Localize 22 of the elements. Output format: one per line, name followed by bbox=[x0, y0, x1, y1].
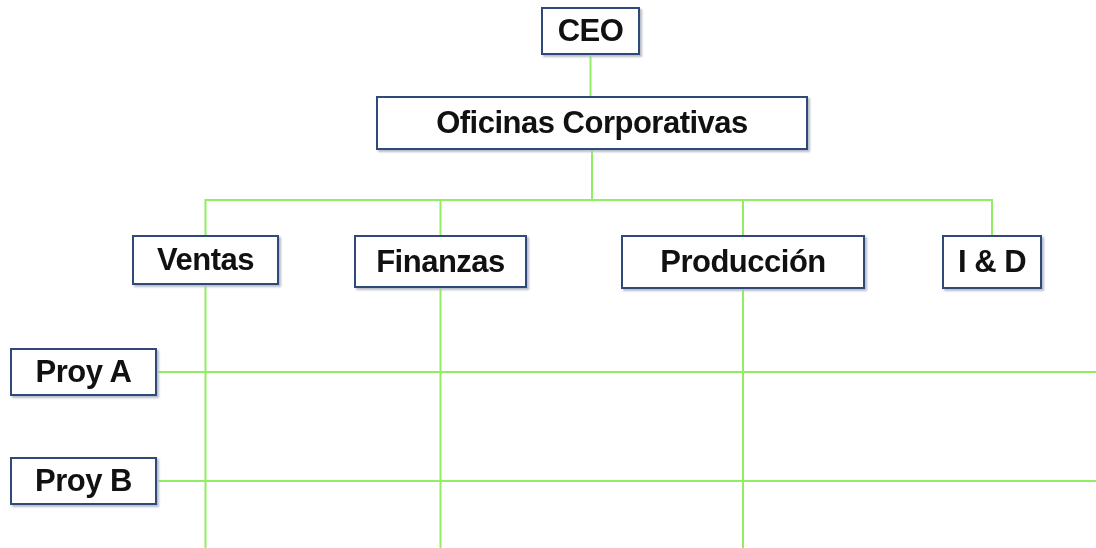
box-label: I & D bbox=[957, 244, 1027, 280]
org-box bbox=[541, 7, 640, 55]
org-box bbox=[376, 96, 808, 150]
matrix-line bbox=[742, 288, 744, 548]
org-box bbox=[942, 235, 1042, 289]
connector-line bbox=[589, 54, 592, 97]
box-label: CEO bbox=[557, 13, 624, 49]
org-box bbox=[10, 457, 157, 505]
org-box bbox=[354, 235, 527, 288]
org-box bbox=[10, 348, 157, 396]
matrix-line bbox=[204, 284, 207, 548]
box-label: Proy A bbox=[35, 354, 132, 390]
matrix-line bbox=[156, 371, 1096, 373]
box-label: Proy B bbox=[35, 463, 132, 499]
matrix-line bbox=[156, 480, 1096, 482]
box-label: Oficinas Corporativas bbox=[436, 105, 748, 141]
box-label: Ventas bbox=[157, 242, 254, 278]
matrix-line bbox=[439, 287, 442, 548]
org-box bbox=[132, 235, 279, 285]
box-label: Finanzas bbox=[376, 243, 505, 280]
box-label: Producción bbox=[660, 244, 826, 280]
org-box bbox=[621, 235, 865, 289]
